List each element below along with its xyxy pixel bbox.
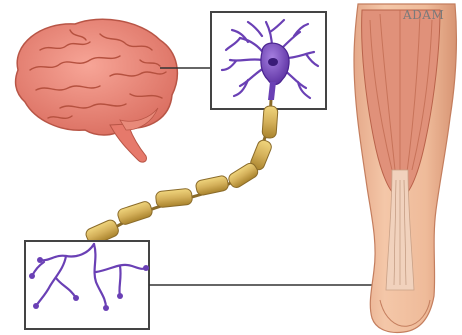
brain-icon bbox=[16, 19, 178, 162]
nerve-ending-frame bbox=[25, 241, 149, 329]
adam-watermark: ADAM bbox=[403, 8, 444, 22]
calf-muscle-icon bbox=[354, 4, 456, 332]
